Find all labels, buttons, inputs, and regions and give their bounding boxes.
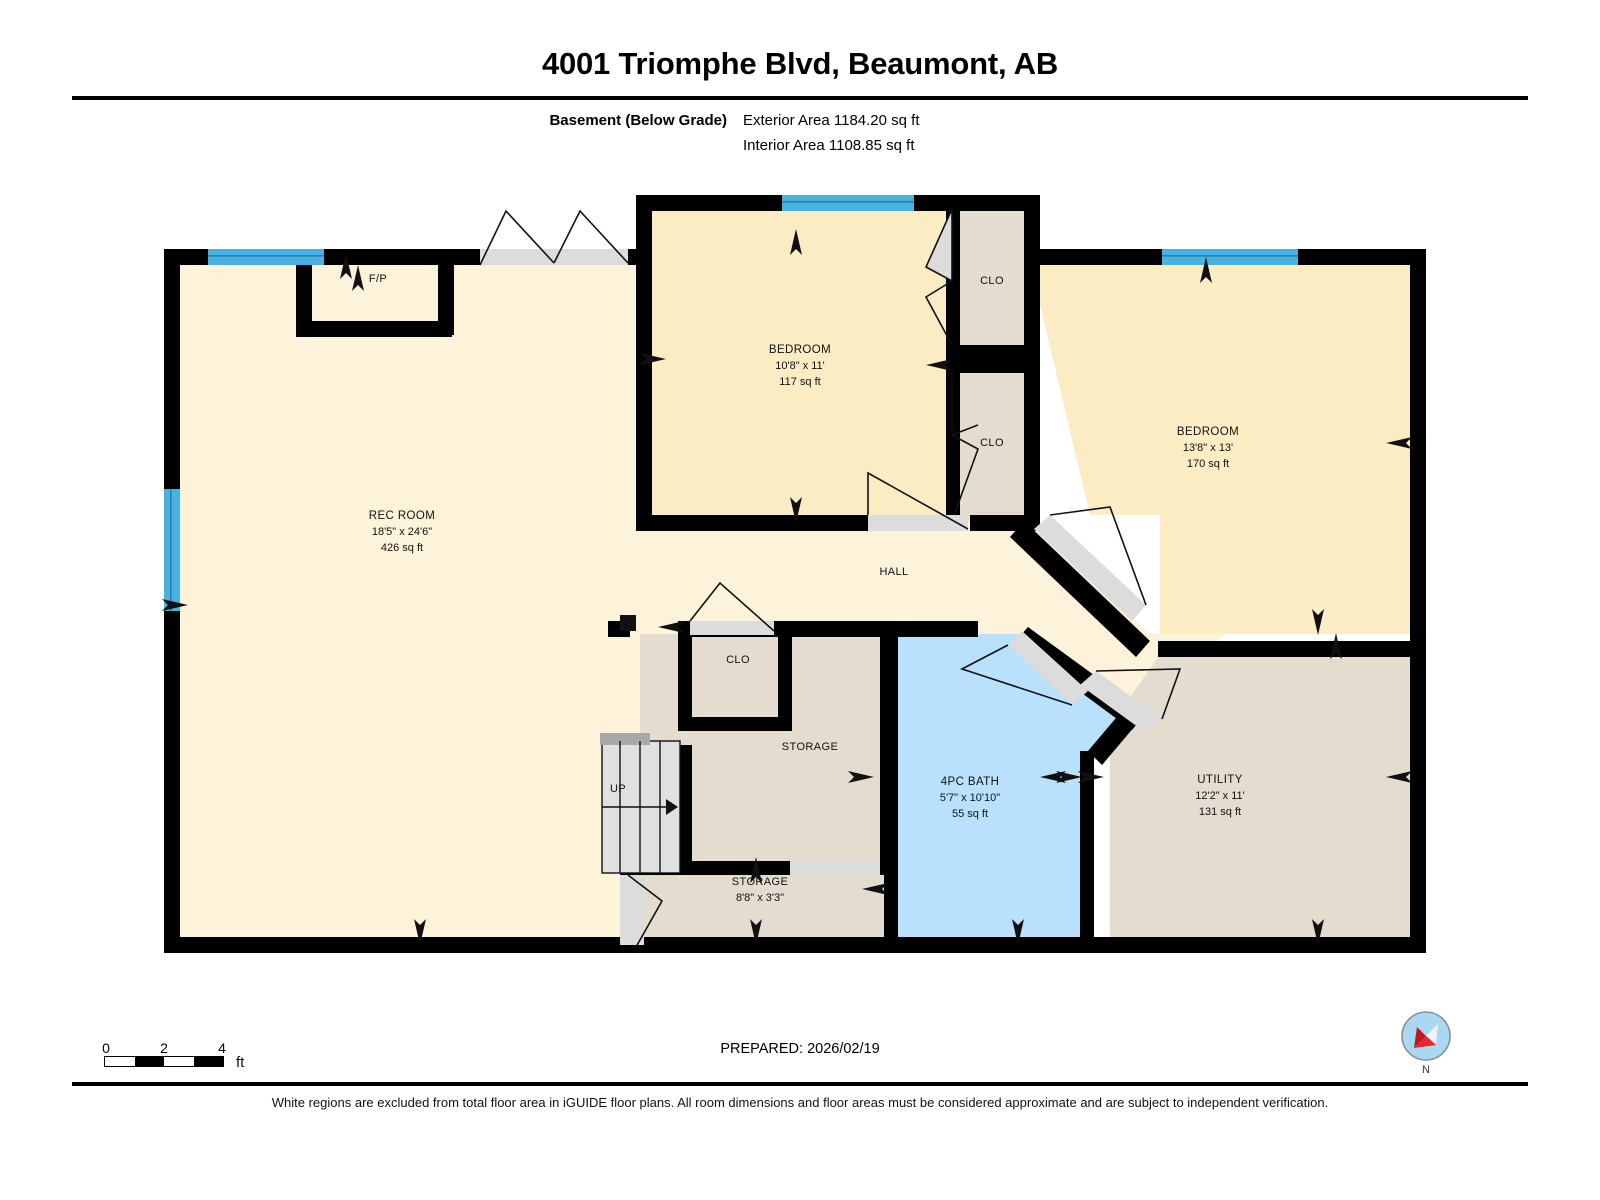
window-bedroom-2-line [1162, 255, 1298, 257]
plan-windows [164, 195, 1298, 611]
label-bedroom-2-area: 170 sq ft [1187, 458, 1229, 470]
stairs-up [600, 733, 681, 874]
label-rec-room-name: REC ROOM [369, 510, 435, 522]
scale-tick-labels: 0 2 4 [102, 1040, 228, 1056]
label-closet-storage: CLO [726, 654, 750, 666]
scale-unit-label: ft [236, 1054, 245, 1071]
scale-tick-4: 4 [218, 1040, 226, 1056]
label-fireplace: F/P [369, 273, 387, 285]
label-utility-dims: 12'2" x 11' [1195, 790, 1245, 802]
header-divider [72, 96, 1528, 100]
label-bedroom-1-name: BEDROOM [769, 344, 831, 356]
scale-tick-2: 2 [160, 1040, 168, 1056]
disclaimer-text: White regions are excluded from total fl… [271, 1095, 1329, 1110]
room-fill-hall [640, 515, 1225, 715]
label-storage-lower-name: STORAGE [732, 876, 788, 888]
scale-seg-4 [193, 1057, 223, 1066]
window-rec-top [208, 249, 324, 265]
room-fill-closet-upper [958, 209, 1026, 359]
label-bedroom-2-name: BEDROOM [1177, 426, 1239, 438]
window-bedroom-2 [1162, 249, 1298, 265]
room-fill-bedroom-1 [650, 209, 950, 515]
footer-divider [72, 1082, 1528, 1086]
window-rec-left-line [170, 489, 172, 611]
room-fill-closet-lower [958, 371, 1026, 521]
level-label: Basement (Below Grade) [549, 112, 727, 129]
room-fill-utility [1110, 655, 1412, 945]
compass-rose: N [1398, 1008, 1454, 1076]
prepared-date: PREPARED: 2026/02/19 [720, 1041, 880, 1057]
label-rec-room-area: 426 sq ft [381, 542, 423, 554]
room-fill-bath [898, 634, 1140, 945]
label-closet-upper: CLO [980, 275, 1004, 287]
label-storage-main: STORAGE [782, 741, 838, 753]
scale-seg-2 [134, 1057, 164, 1066]
area-summary: Basement (Below Grade) Exterior Area 118… [0, 108, 1600, 158]
label-stairs-up: UP [610, 783, 626, 795]
label-utility-name: UTILITY [1197, 774, 1243, 786]
room-labels: REC ROOM 18'5" x 24'6" 426 sq ft F/P BED… [369, 273, 1245, 904]
label-bedroom-1-area: 117 sq ft [779, 376, 820, 388]
window-bedroom-1-line [782, 201, 914, 203]
scale-seg-1 [105, 1057, 135, 1066]
room-fill-storage-lower [640, 865, 890, 945]
label-rec-room-dims: 18'5" x 24'6" [372, 526, 432, 538]
camera-direction-arrows [162, 229, 1412, 945]
exterior-area: Exterior Area 1184.20 sq ft [743, 112, 920, 129]
label-bedroom-2-dims: 13'8" x 13' [1183, 442, 1233, 454]
window-bedroom-1 [782, 195, 914, 211]
scale-tick-0: 0 [102, 1040, 110, 1056]
page-title: 4001 Triomphe Blvd, Beaumont, AB [541, 46, 1059, 81]
scale-track [104, 1056, 224, 1067]
label-storage-lower-dims: 8'8" x 3'3" [736, 892, 784, 904]
label-hall: HALL [879, 566, 908, 578]
label-bath-name: 4PC BATH [941, 776, 1000, 788]
window-rec-left [164, 489, 180, 611]
room-fill-bedroom-2 [1030, 263, 1412, 634]
scale-bar: 0 2 4 ft [102, 1040, 244, 1071]
floor-plan-drawing: REC ROOM 18'5" x 24'6" 426 sq ft F/P BED… [150, 185, 1450, 975]
compass-north-label: N [1422, 1064, 1430, 1076]
scale-seg-3 [164, 1057, 194, 1066]
label-utility-area: 131 sq ft [1199, 806, 1241, 818]
label-closet-lower: CLO [980, 437, 1004, 449]
plan-doors [479, 208, 1182, 948]
room-fill-closet-storage [690, 634, 790, 724]
label-bath-dims: 5'7" x 10'10" [940, 792, 1000, 804]
label-bath-area: 55 sq ft [952, 808, 988, 820]
window-rec-top-line [208, 255, 324, 257]
label-bedroom-1-dims: 10'8" x 11' [775, 360, 825, 372]
interior-area: Interior Area 1108.85 sq ft [743, 137, 915, 154]
